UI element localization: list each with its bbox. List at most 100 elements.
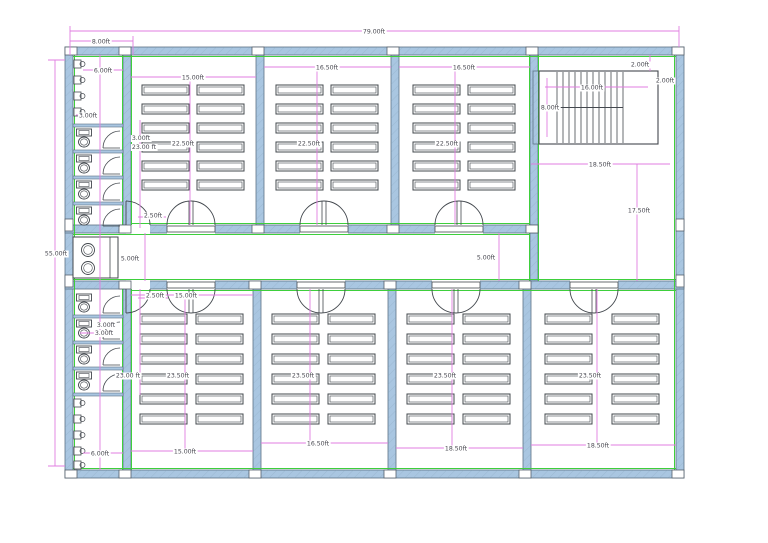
desk-inner [198,181,243,189]
desk [271,393,320,405]
dim-overall-depth: 55.00ft [45,251,68,258]
column-block [248,469,262,479]
dim-label-backing [577,372,603,380]
column-block [118,280,132,290]
toilet-bowl-inner [80,164,88,172]
door-arc [320,288,346,314]
desk [467,84,516,96]
desk-inner [613,335,658,343]
urinal-bowl [79,462,86,468]
door-panel [166,225,216,233]
dim-label-backing [475,254,497,262]
toilet-tank [76,206,92,215]
desk-inner [197,375,242,383]
toilet-tank-inner [78,182,90,187]
dim-label-backing [92,67,114,75]
dim-bottom-room2-bottom-width: 16.50ft [307,441,330,448]
dim-top-room2-width: 16.50ft [316,65,339,72]
dim-toilet-bottom-door-width: 2.50ft [146,293,165,300]
desk [139,313,188,325]
dim-label-backing [654,77,676,85]
desk-inner [197,355,242,363]
desk-inner [277,124,322,132]
desk-inner [329,415,374,423]
desk [327,333,376,345]
desk [275,122,324,134]
wall-hatch [65,47,684,55]
desk [462,333,511,345]
desk [195,413,244,425]
dim-label-backing [443,445,469,453]
desk-inner [198,86,243,94]
stall-door-arc [102,156,121,175]
desk [462,393,511,405]
toilet-bowl-inner [80,355,88,363]
dim-top-room1-width: 15.00ft [182,75,205,82]
desk [412,179,461,191]
desk-inner [332,105,377,113]
door-panel [431,281,481,289]
desk [327,413,376,425]
desk [544,313,593,325]
desk-inner [198,143,243,151]
stall-partition [72,149,124,154]
urinal [73,446,82,456]
wall-hatch [253,289,261,470]
urinal-bowl [79,432,86,438]
desk-inner [469,86,514,94]
desk-inner [143,105,188,113]
desk-inner [277,162,322,170]
desk [611,353,660,365]
door-arc [569,288,595,314]
dim-label-backing [290,372,316,380]
door-panel [296,281,346,289]
wall-hatch [256,55,264,225]
desk-inner [143,162,188,170]
desk [406,393,455,405]
column-block [518,469,532,479]
desk [271,313,320,325]
desk-inner [143,181,188,189]
desk [412,84,461,96]
toilet-tank [76,128,92,137]
desk-inner [613,355,658,363]
column-block [118,224,132,234]
dim-label-backing [296,140,322,148]
desk-inner [464,315,509,323]
desk [275,84,324,96]
door-arc [593,288,619,314]
dim-label-backing [93,330,115,337]
dim-label-backing [43,250,69,258]
door-arc [296,288,322,314]
desk [275,103,324,115]
desk-inner [198,162,243,170]
urinal [73,107,82,117]
desk [139,393,188,405]
door-panel [569,281,619,289]
stall-door-arc [102,208,121,227]
dim-toilet-top-stall-width: 3.00ft [132,135,151,142]
desk-inner [464,335,509,343]
dim-right-room-depth: 17.50ft [628,208,651,215]
desk-inner [332,181,377,189]
door-arc [166,288,192,314]
dim-label-backing [585,442,611,450]
desk [544,413,593,425]
stall-door-arc [102,182,121,201]
column-blocks-group [64,46,685,479]
dim-label-backing [173,292,199,300]
column-block [383,280,397,290]
desk [141,179,190,191]
desk-inner [469,143,514,151]
column-block [671,469,685,479]
desk-inner [332,124,377,132]
dim-label-backing [314,64,340,72]
desk-inner [329,335,374,343]
dim-bottom-room1-top-width: 15.00ft [175,293,198,300]
toilet-bowl-inner [80,138,88,146]
toilet-tank [76,319,92,328]
desk [195,353,244,365]
desk-inner [332,86,377,94]
dim-label-backing [629,61,651,69]
wall-hatch [676,47,684,478]
